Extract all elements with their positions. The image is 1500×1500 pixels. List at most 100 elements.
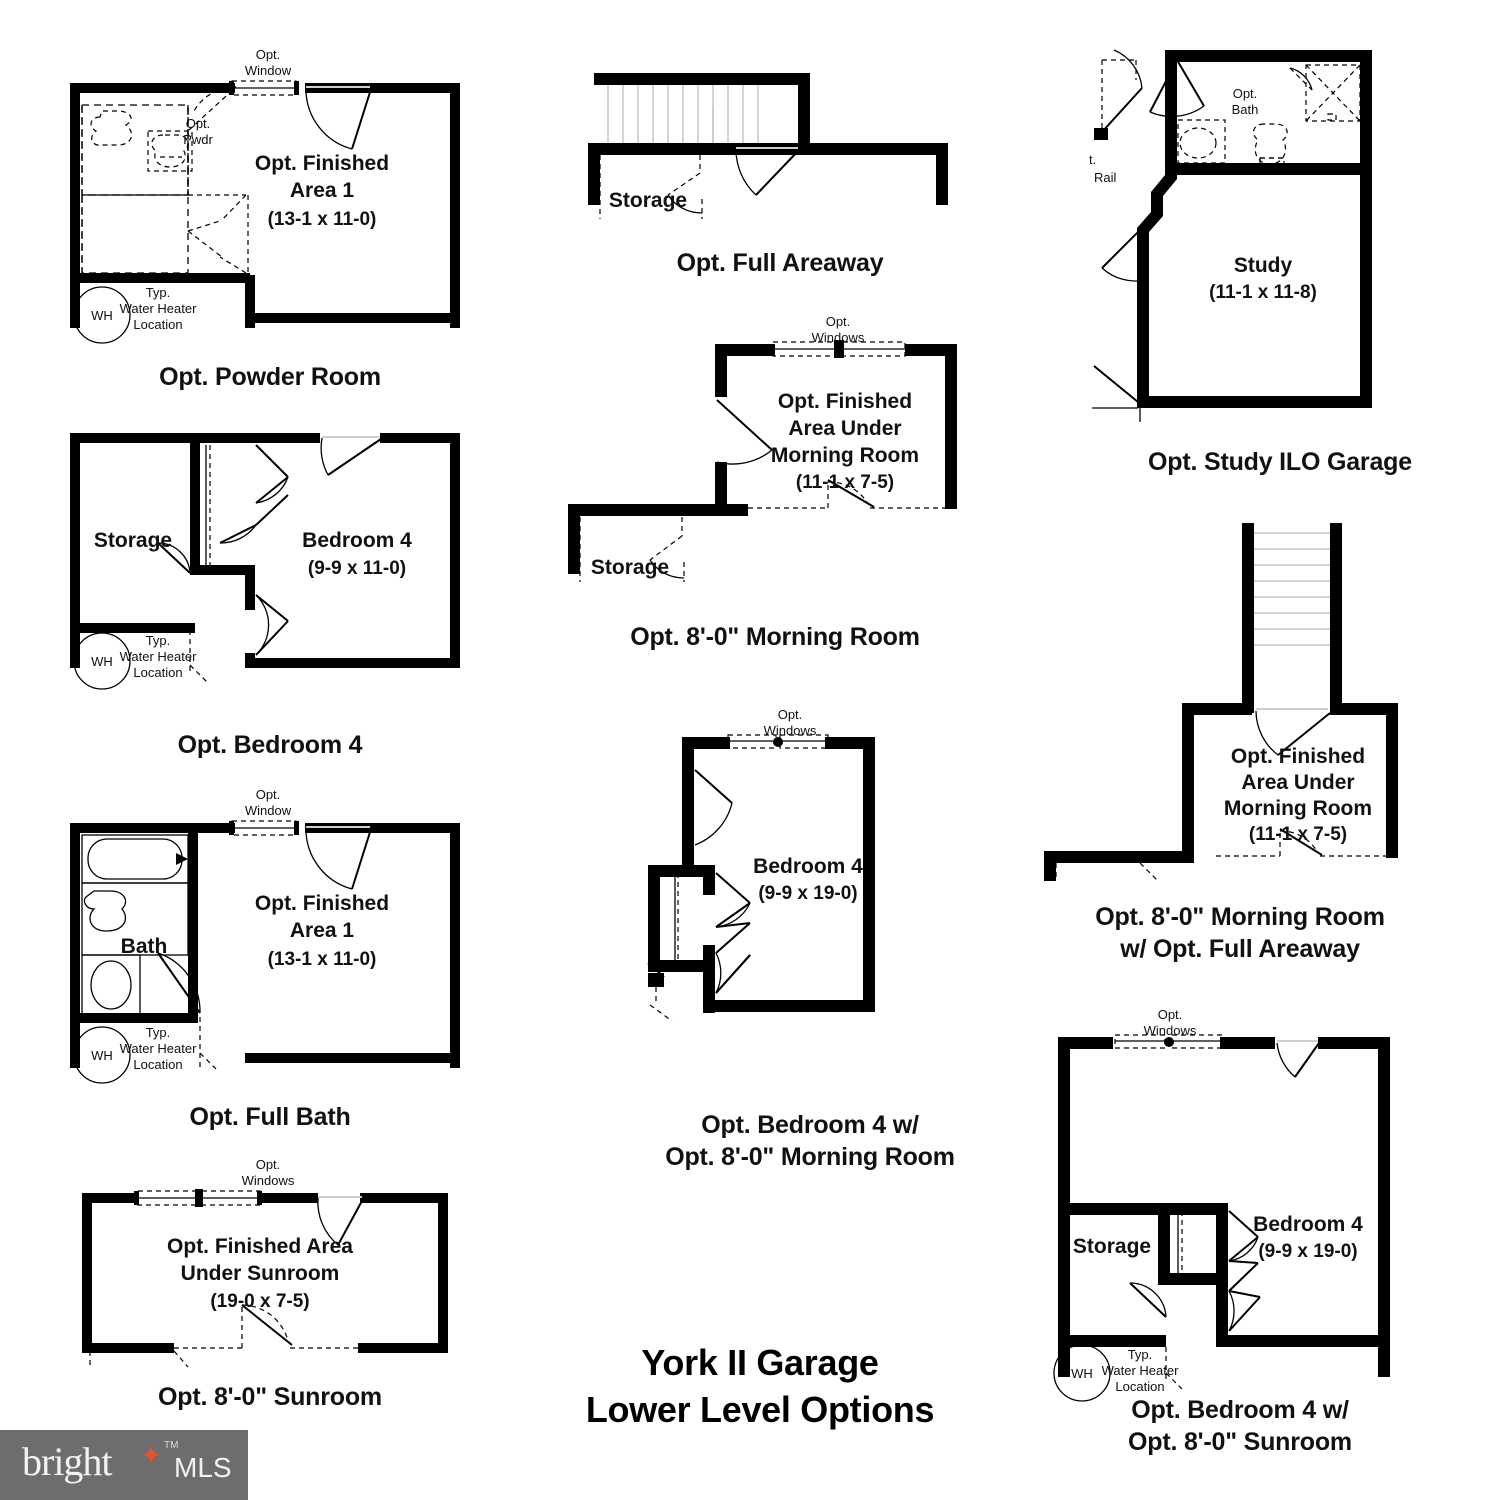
wall-right bbox=[1360, 50, 1372, 340]
wh-label-line3: Location bbox=[133, 665, 182, 680]
wall-closet-right bbox=[245, 565, 255, 610]
wall-left-upper bbox=[682, 737, 694, 847]
wall-closet-bottom bbox=[648, 960, 710, 972]
stair-treads bbox=[607, 85, 759, 143]
bath-label: Bath bbox=[121, 935, 168, 958]
wall-lower-horizontal bbox=[1044, 851, 1194, 863]
wall-closet-left bbox=[1158, 1203, 1170, 1283]
window-label-line2: Windows bbox=[764, 723, 817, 738]
wh-label-line2: Water Heater bbox=[120, 301, 197, 316]
caption-bedroom-4-morning-room-line1: Opt. Bedroom 4 w/ bbox=[701, 1111, 919, 1139]
wh-label-line3: Location bbox=[133, 1057, 182, 1072]
rail-label-line2: Rail bbox=[1094, 170, 1117, 185]
entry-door-swing bbox=[317, 1196, 364, 1246]
storage-label: Storage bbox=[591, 556, 669, 579]
caption-morning-room: Opt. 8'-0" Morning Room bbox=[630, 623, 920, 651]
wall-closet-right-lower bbox=[1216, 1255, 1228, 1345]
rail-label-line1: t. bbox=[1089, 152, 1096, 167]
wh-label-line2: Water Heater bbox=[120, 1041, 197, 1056]
star-icon: ✦ bbox=[140, 1440, 162, 1470]
window-label-line2: Windows bbox=[812, 330, 865, 345]
wall-top-left bbox=[682, 737, 730, 749]
storage-door bbox=[1129, 1282, 1167, 1318]
wall-right bbox=[450, 823, 460, 1068]
wall-left-lower bbox=[715, 462, 727, 512]
wall-right-horizontal bbox=[798, 143, 948, 155]
bedroom-door bbox=[255, 594, 289, 656]
wall-bottom-left bbox=[82, 1343, 174, 1353]
wall-bottom-left bbox=[1058, 1335, 1166, 1347]
wall-storage-right bbox=[190, 443, 200, 573]
bifold-door-lower bbox=[219, 494, 289, 544]
room-dimension: (11-1 x 7-5) bbox=[1249, 824, 1347, 845]
caption-full-areaway: Opt. Full Areaway bbox=[676, 249, 884, 277]
wall-top-right bbox=[305, 823, 460, 833]
wall-top-left bbox=[70, 83, 235, 93]
bedroom-door bbox=[715, 952, 751, 994]
wall-bottom-right bbox=[245, 313, 460, 323]
wall-top-left bbox=[70, 433, 320, 443]
floorplan-study-ilo-garage: Opt. Bath t. Rail Study (11-1 x 11-8) bbox=[1080, 40, 1480, 430]
wall-left bbox=[70, 823, 80, 1068]
wall-far-left bbox=[1044, 851, 1056, 881]
water-heater-symbol: WH bbox=[73, 286, 131, 344]
wh-label-line1: Typ. bbox=[146, 633, 171, 648]
floorplan-sunroom: Opt. Windows Opt. Finished Area Under Su… bbox=[60, 1155, 480, 1370]
storage-dashed-detail bbox=[599, 155, 703, 219]
wall-right bbox=[863, 737, 875, 1007]
room-dimension: (11-1 x 11-8) bbox=[1209, 282, 1317, 303]
window-label-line2: Windows bbox=[242, 1173, 295, 1188]
room-dimension: (9-9 x 11-0) bbox=[308, 558, 406, 579]
wall-top-left bbox=[1182, 703, 1252, 715]
room-dimension: (9-9 x 19-0) bbox=[1258, 1241, 1357, 1262]
sink-symbol bbox=[1177, 119, 1226, 164]
logo-suffix: MLS bbox=[174, 1452, 232, 1483]
wall-far-left bbox=[568, 504, 580, 574]
wall-top-right bbox=[905, 344, 955, 356]
room-label-line3: Morning Room bbox=[1224, 797, 1372, 820]
wh-label-line1: Typ. bbox=[146, 1025, 171, 1040]
room-dimension: (9-9 x 19-0) bbox=[758, 883, 857, 904]
logo-wordmark: bright bbox=[22, 1439, 113, 1484]
toilet-symbol bbox=[1252, 123, 1288, 169]
room-label-line2: Under Sunroom bbox=[181, 1262, 340, 1285]
wall-top-a bbox=[1058, 1037, 1113, 1049]
entry-door-swing bbox=[735, 147, 800, 196]
entry-door-swing bbox=[320, 436, 382, 476]
bifold-door-upper bbox=[255, 444, 289, 504]
wall-top bbox=[594, 73, 809, 85]
wall-bottom-right bbox=[1216, 1335, 1390, 1347]
bottom-dashed-detail bbox=[89, 1304, 358, 1368]
room-label-line1: Opt. Finished bbox=[778, 390, 912, 413]
bottom-dashed-detail bbox=[748, 479, 950, 509]
storage-label: Storage bbox=[1073, 1235, 1151, 1258]
caption-study-ilo-garage: Opt. Study ILO Garage bbox=[1148, 448, 1412, 476]
wall-storage-bottom bbox=[190, 565, 250, 575]
floorplan-bedroom-4: WH Typ. Water Heater Location Storage Be… bbox=[60, 425, 480, 690]
wh-label-line1: Typ. bbox=[1128, 1347, 1153, 1362]
caption-morning-room-full-areaway-line1: Opt. 8'-0" Morning Room bbox=[1095, 903, 1385, 931]
wall-right-upper bbox=[798, 73, 810, 151]
room-dimension: (13-1 x 11-0) bbox=[268, 949, 377, 970]
window-label-line1: Opt. bbox=[256, 787, 281, 802]
room-label: Study bbox=[1234, 254, 1293, 277]
room-label-line1: Opt. Finished Area bbox=[167, 1235, 353, 1258]
wall-far-right bbox=[936, 143, 948, 205]
storage-door bbox=[157, 542, 191, 574]
floorplan-full-areaway: Storage bbox=[570, 55, 990, 225]
wall-right bbox=[450, 83, 460, 328]
wall-mid-horizontal bbox=[70, 623, 195, 633]
wall-closet-top bbox=[648, 865, 710, 877]
window-label-line1: Opt. bbox=[256, 1157, 281, 1172]
room-label-line1: Opt. Finished bbox=[1231, 745, 1365, 768]
bifold-door-lower bbox=[1228, 1260, 1259, 1292]
bath-label-line1: Opt. bbox=[1233, 86, 1258, 101]
wall-left-upper bbox=[715, 344, 727, 397]
wall-right bbox=[945, 344, 957, 509]
wall-closet-bottom bbox=[1158, 1273, 1228, 1285]
wall-top-left bbox=[70, 823, 235, 833]
room-dimension: (13-1 x 11-0) bbox=[268, 209, 377, 230]
bifold-door-lower bbox=[715, 922, 751, 954]
toilet-symbol bbox=[81, 954, 141, 1018]
wall-left bbox=[70, 433, 80, 668]
